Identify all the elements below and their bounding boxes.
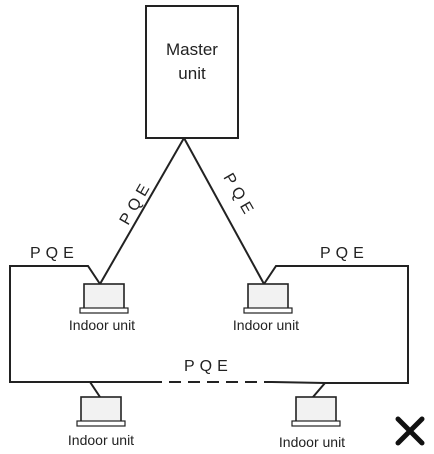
right-horizontal-pqe-label: PQE <box>320 245 369 262</box>
master-unit-label-line1: Master <box>166 40 218 59</box>
incorrect-cross-icon <box>395 416 425 446</box>
left-loop-wire <box>9 265 101 398</box>
indoor-unit-4-label: Indoor unit <box>279 434 345 450</box>
bottom-middle-wire-solid-right <box>271 381 326 384</box>
indoor-unit-2-label: Indoor unit <box>233 317 299 333</box>
master-unit-box <box>145 5 239 139</box>
left-horizontal-pqe-label: PQE <box>30 245 79 262</box>
right-loop-wire <box>263 265 409 398</box>
indoor-unit-1: Indoor unit <box>69 283 135 333</box>
right-diagonal-wire <box>183 137 265 285</box>
master-unit-label-line2: unit <box>178 64 206 83</box>
indoor-unit-3-label: Indoor unit <box>68 432 134 448</box>
left-diagonal-wire <box>99 137 185 285</box>
indoor-unit-3: Indoor unit <box>68 396 134 448</box>
indoor-unit-2: Indoor unit <box>233 283 299 333</box>
indoor-unit-4: Indoor unit <box>279 396 345 450</box>
bottom-middle-pqe-label: PQE <box>184 358 233 375</box>
indoor-unit-1-label: Indoor unit <box>69 317 135 333</box>
